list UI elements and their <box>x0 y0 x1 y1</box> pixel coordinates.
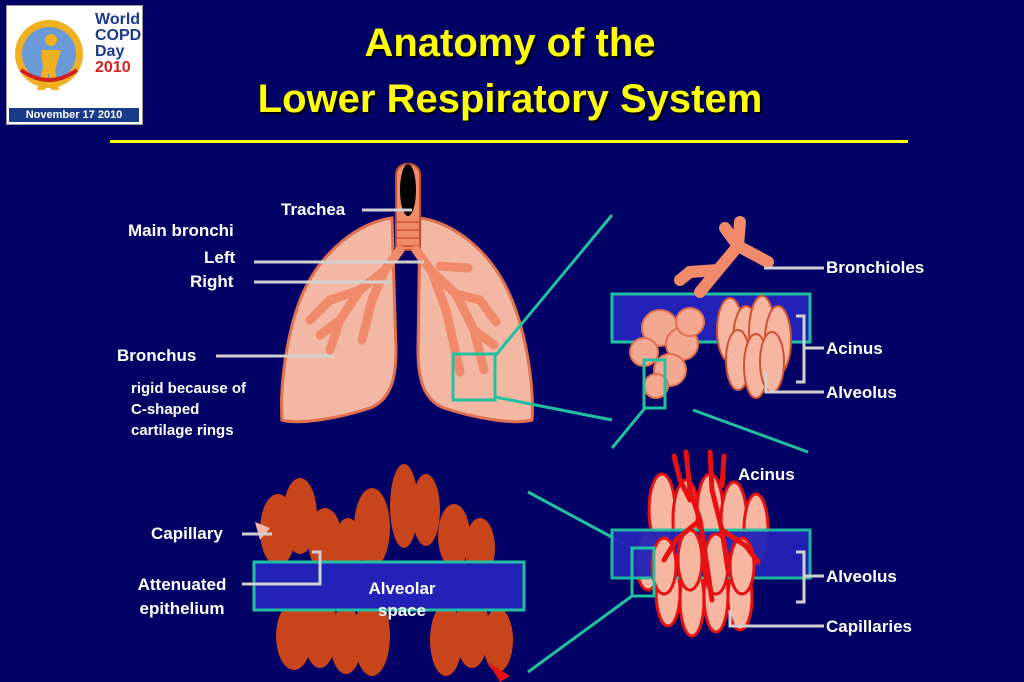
logo-emblem-icon <box>15 20 83 90</box>
label-attenuated-line2: epithelium <box>139 599 225 618</box>
bronchus-note-line1: rigid because of <box>131 380 247 397</box>
logo-text: World COPD Day 2010 <box>95 12 141 76</box>
label-alveolus-top: Alveolus <box>826 383 897 402</box>
label-bronchus: Bronchus <box>117 346 197 365</box>
page-title-line2: Lower Respiratory System <box>257 77 763 121</box>
lungs-illustration <box>280 162 534 424</box>
logo-date: November 17 2010 <box>9 108 139 122</box>
acinus-capillaries-illustration <box>610 449 812 638</box>
label-right: Right <box>190 272 234 291</box>
label-alveolar-line1: Alveolar <box>368 579 436 598</box>
logo-line1: World <box>95 11 141 28</box>
bronchus-note-line2: C-shaped <box>131 401 200 418</box>
label-capillaries: Capillaries <box>826 617 912 636</box>
label-acinus-top: Acinus <box>826 339 883 358</box>
bronchus-note: rigid because of C-shaped cartilage ring… <box>131 378 246 441</box>
label-bronchioles: Bronchioles <box>826 258 925 277</box>
label-left: Left <box>204 248 236 267</box>
label-attenuated-epithelium: Attenuated epithelium <box>126 573 238 621</box>
page-title-line1: Anatomy of the <box>364 21 656 65</box>
logo-line2: COPD <box>95 27 142 44</box>
label-attenuated-line1: Attenuated <box>137 575 227 594</box>
label-alveolus-bottom: Alveolus <box>826 567 897 586</box>
world-copd-day-logo: World COPD Day 2010 November 17 2010 <box>6 5 143 125</box>
label-main-bronchi: Main bronchi <box>128 221 234 240</box>
acinus-illustration <box>610 216 812 410</box>
label-acinus-mid: Acinus <box>738 465 795 484</box>
label-alveolar-space: Alveolar space <box>352 578 452 622</box>
title-divider <box>110 140 908 143</box>
label-trachea: Trachea <box>281 200 346 219</box>
logo-line3: Day <box>95 43 125 60</box>
logo-year: 2010 <box>95 59 131 76</box>
label-alveolar-line2: space <box>377 601 427 620</box>
bronchus-note-line3: cartilage rings <box>131 422 234 439</box>
label-capillary: Capillary <box>151 524 223 543</box>
